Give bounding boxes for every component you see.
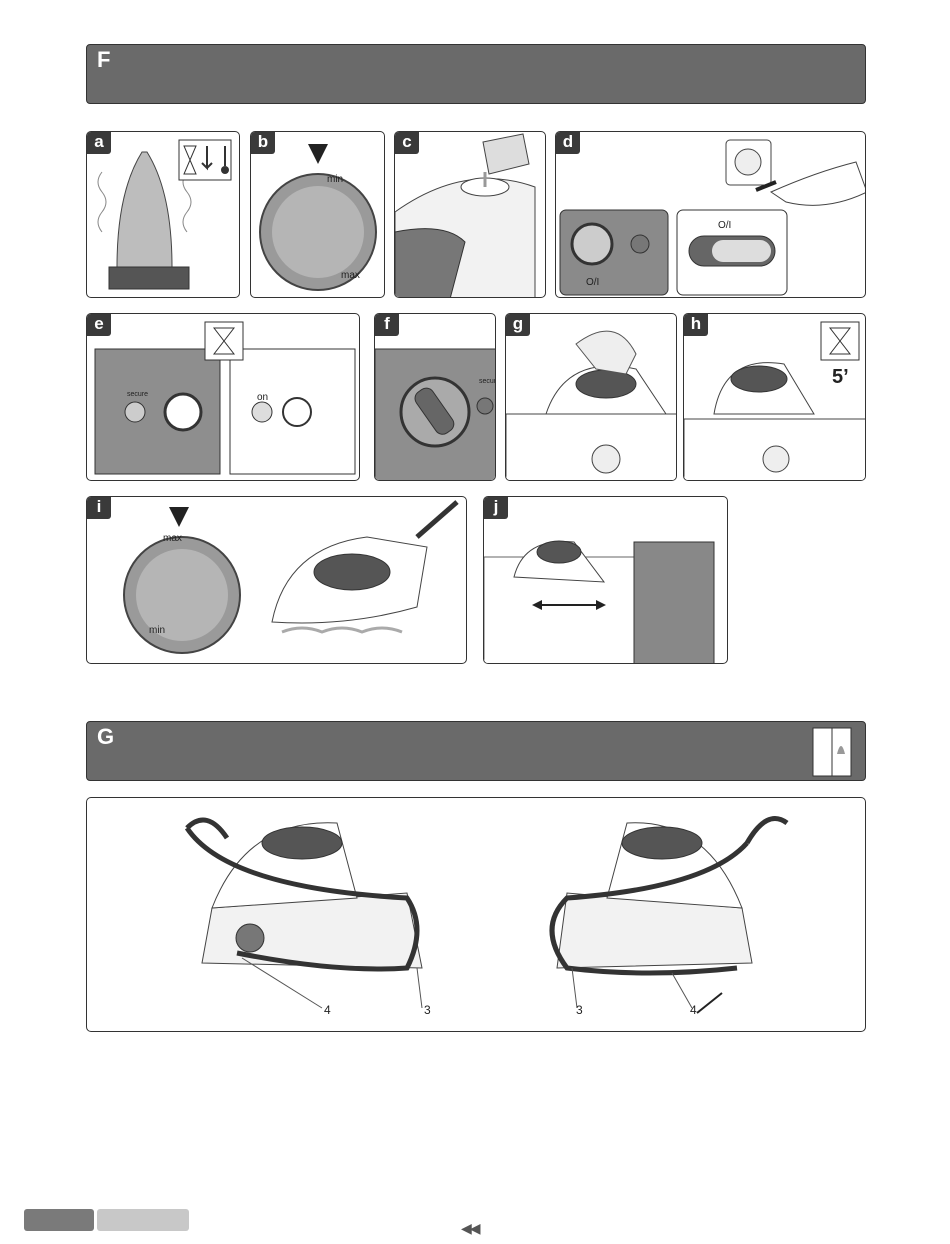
wardrobe-icon (807, 724, 857, 780)
panel-j: j (483, 496, 728, 664)
dial-min-label: min (327, 174, 343, 185)
i-dial-max-label: max (163, 533, 182, 544)
panel-c-tag: c (395, 132, 419, 154)
panel-a-tag: a (87, 132, 111, 154)
panel-g: g (505, 313, 677, 481)
panel-j-tag: j (484, 497, 508, 519)
d-right-onoff-label: O/I (718, 220, 731, 231)
dial-at-min-illustration (251, 132, 385, 298)
section-g-letter: G (97, 724, 114, 750)
e-on-label: on (257, 392, 268, 403)
panel-f-tag: f (375, 314, 399, 336)
footer-tab-dark (24, 1209, 94, 1231)
panel-i-tag: i (87, 497, 111, 519)
panel-e-tag: e (87, 314, 111, 336)
section-f-header: F (86, 44, 866, 104)
steam-wait-illustration (684, 314, 866, 481)
callout-left-4: 4 (324, 1003, 331, 1017)
panel-h-tag: h (684, 314, 708, 336)
panel-a: a (86, 131, 240, 298)
hot-soleplate-illustration (87, 132, 240, 298)
d-left-onoff-label: O/I (586, 277, 599, 288)
nav-back-icon[interactable]: ◀◀ (461, 1220, 479, 1237)
cord-storage-illustration (87, 798, 866, 1032)
panel-i: i min max (86, 496, 467, 664)
callout-right-3: 3 (576, 1003, 583, 1017)
dial-max-label: max (341, 270, 360, 281)
panel-b: b min max (250, 131, 385, 298)
callout-left-3: 3 (424, 1003, 431, 1017)
dial-at-max-and-iron-illustration (87, 497, 467, 664)
panel-d: d O/I O/I (555, 131, 866, 298)
footer-tab-light (97, 1209, 189, 1231)
steam-hanging-garment-illustration (484, 497, 728, 664)
f-secure-label: secure (479, 378, 496, 385)
wait-time-label: 5’ (832, 366, 849, 389)
panel-f: f secure (374, 313, 496, 481)
panel-c: c (394, 131, 546, 298)
e-secure-label: secure (127, 391, 148, 398)
panel-e: e secure on (86, 313, 360, 481)
panel-h: h 5’ (683, 313, 866, 481)
panel-b-tag: b (251, 132, 275, 154)
section-f-letter: F (97, 47, 110, 73)
fill-water-tank-illustration (395, 132, 546, 298)
i-dial-min-label: min (149, 625, 165, 636)
plug-in-and-switch-on-illustration (556, 132, 866, 298)
section-g-header: G (86, 721, 866, 781)
panel-storage: 4 3 3 4 (86, 797, 866, 1032)
vertical-steam-press-illustration (506, 314, 677, 481)
callout-right-4: 4 (690, 1003, 697, 1017)
panel-d-tag: d (556, 132, 580, 154)
temperature-dial-illustration (375, 314, 496, 481)
panel-g-tag: g (506, 314, 530, 336)
